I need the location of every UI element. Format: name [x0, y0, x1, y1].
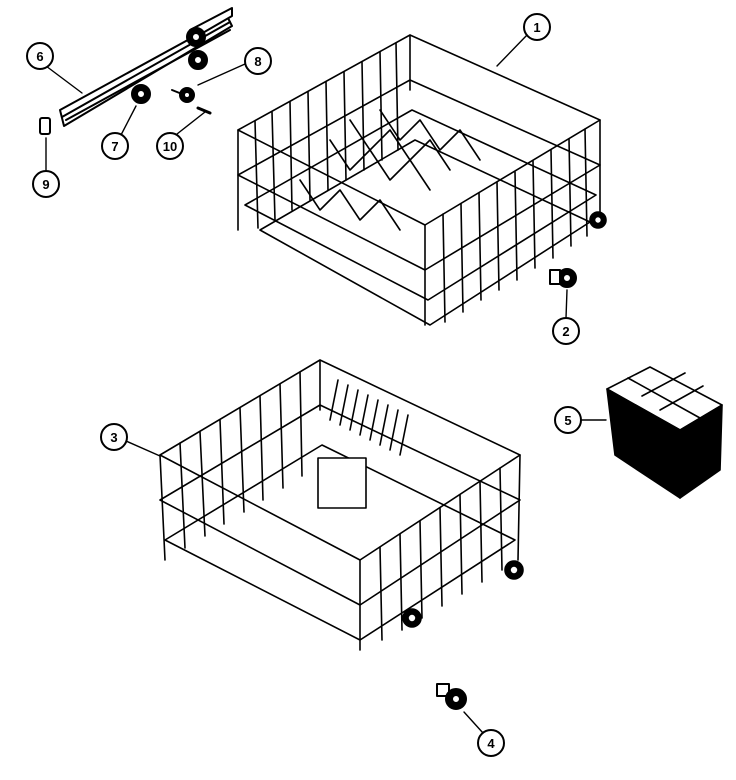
lower-rack-wheel: [436, 683, 467, 710]
svg-text:10: 10: [163, 139, 177, 154]
callout-4: 4: [477, 729, 505, 757]
svg-text:8: 8: [254, 54, 261, 69]
callout-9: 9: [32, 170, 60, 198]
callout-3: 3: [100, 423, 128, 451]
svg-text:7: 7: [111, 139, 118, 154]
callout-8: 8: [244, 47, 272, 75]
callout-10: 10: [156, 132, 184, 160]
svg-text:6: 6: [36, 49, 43, 64]
callout-1: 1: [523, 13, 551, 41]
callout-7: 7: [101, 132, 129, 160]
silverware-basket: [606, 366, 723, 499]
callout-5: 5: [554, 406, 582, 434]
svg-text:1: 1: [533, 20, 540, 35]
leader-lines: [45, 33, 607, 734]
svg-text:2: 2: [562, 324, 569, 339]
roller-axle: [171, 87, 195, 103]
svg-text:3: 3: [110, 430, 117, 445]
callout-2: 2: [552, 317, 580, 345]
upper-rack: [237, 34, 607, 326]
track-roller: [131, 84, 151, 104]
lower-rack: [159, 359, 524, 651]
svg-text:4: 4: [487, 736, 495, 751]
svg-text:5: 5: [564, 413, 571, 428]
track-end-cap: [39, 117, 51, 135]
axle-pin: [196, 106, 212, 115]
track-rail: [59, 7, 233, 127]
svg-text:9: 9: [42, 177, 49, 192]
callout-6: 6: [26, 42, 54, 70]
upper-rack-roller: [549, 268, 577, 288]
